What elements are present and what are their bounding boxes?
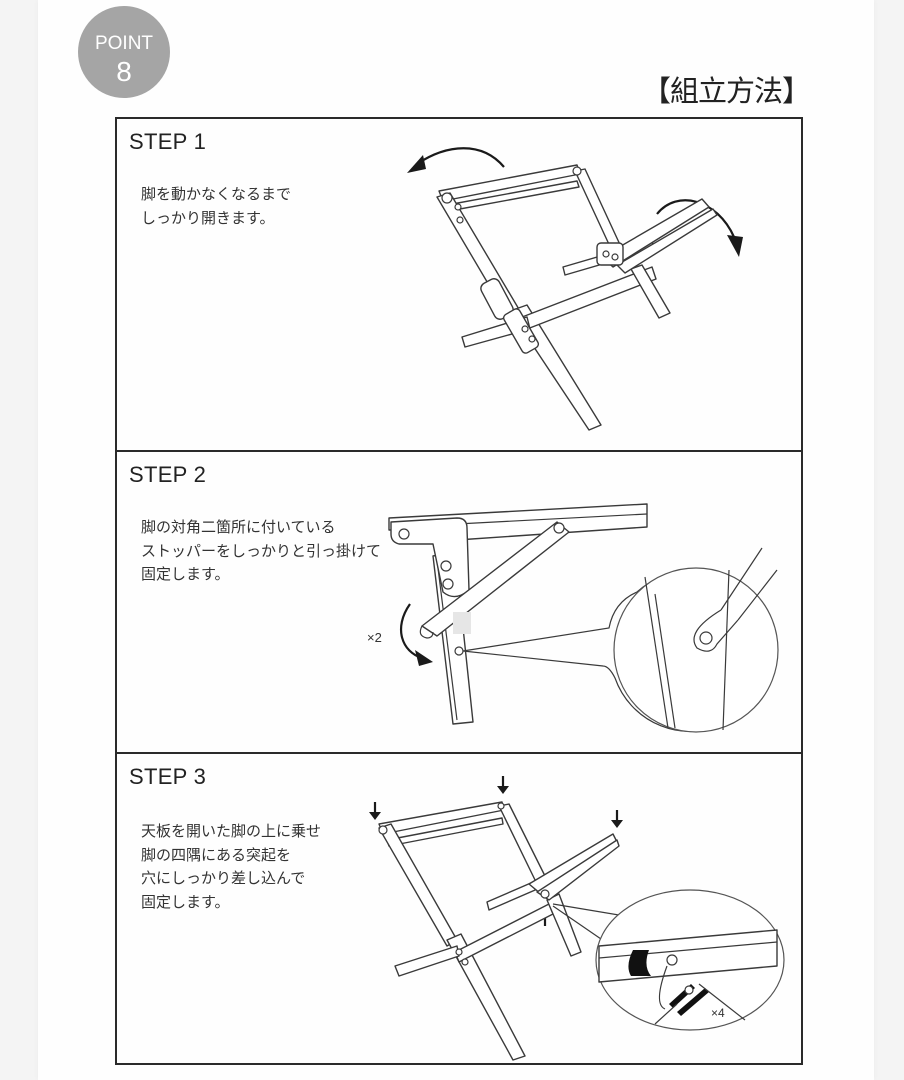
section-title: 【組立方法】	[641, 74, 811, 108]
multiplier-x2: ×2	[367, 630, 382, 645]
magnifier-callout-icon: ×4	[552, 889, 785, 1031]
multiplier-x4: ×4	[711, 1006, 725, 1020]
point-badge: POINT 8	[78, 6, 170, 98]
step-2-heading: STEP 2	[129, 462, 207, 487]
point-badge-number: 8	[116, 56, 132, 87]
step-3-heading: STEP 3	[129, 764, 207, 789]
step-3-illustration: ×4	[369, 776, 785, 1061]
steps-box: STEP 1 脚を動かなくなるまで しっかり開きます。	[115, 117, 803, 1065]
point-badge-label: POINT	[94, 33, 154, 54]
rotate-left-arrow-icon	[407, 147, 505, 173]
step-3-instructions: 天板を開いた脚の上に乗せ 脚の四隅にある突起を 穴にしっかり差し込んで 固定しま…	[141, 822, 322, 911]
step-1-illustration	[407, 147, 743, 431]
step-2-illustration: ×2	[367, 503, 779, 733]
step-2-panel: STEP 2 脚の対角二箇所に付いている ストッパーをしっかりと引っ掛けて 固定…	[117, 450, 801, 752]
step-3-panel: STEP 3 天板を開いた脚の上に乗せ 脚の四隅にある突起を 穴にしっかり差し込…	[117, 752, 801, 1063]
magnifier-callout-icon	[462, 547, 779, 733]
step-1-instructions: 脚を動かなくなるまで しっかり開きます。	[141, 185, 292, 227]
step-1-panel: STEP 1 脚を動かなくなるまで しっかり開きます。	[117, 119, 801, 450]
curved-arrow-icon	[400, 603, 433, 666]
down-arrow-icon	[369, 776, 623, 828]
step-2-instructions: 脚の対角二箇所に付いている ストッパーをしっかりと引っ掛けて 固定します。	[141, 518, 382, 583]
step-1-heading: STEP 1	[129, 129, 207, 154]
